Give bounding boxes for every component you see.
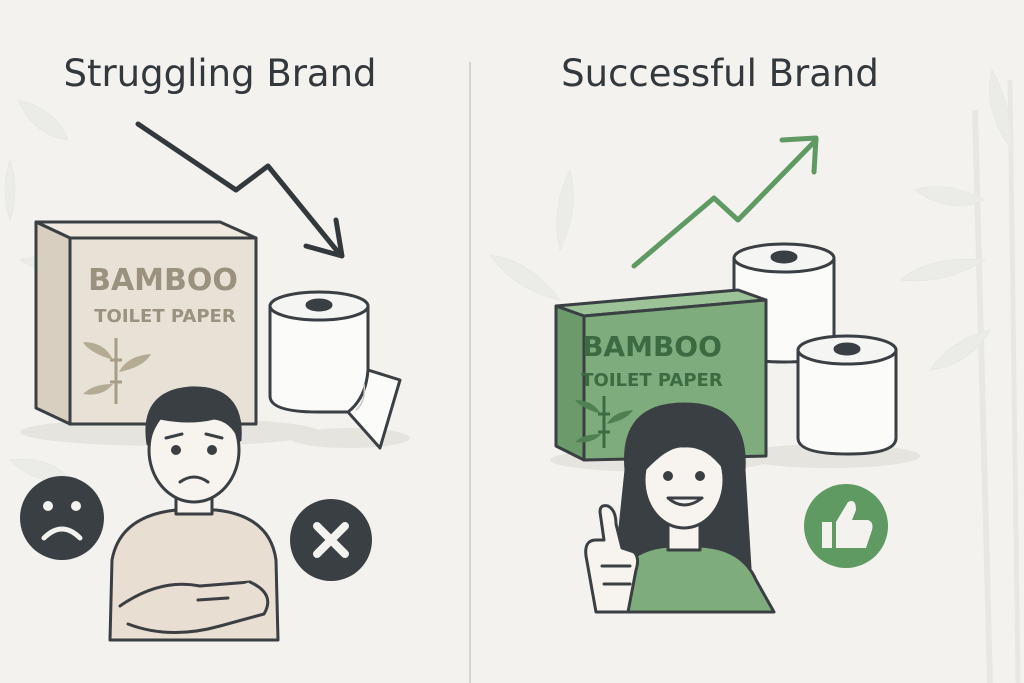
left-box-brand-text: BAMBOO <box>88 263 238 298</box>
bamboo-icon <box>83 338 151 404</box>
right-toilet-paper-rolls <box>732 242 920 468</box>
down-trend-arrow-icon <box>135 121 345 259</box>
left-box-product-text: TOILET PAPER <box>94 306 236 327</box>
successful-brand-title: Successful Brand <box>561 52 879 95</box>
bamboo-icon <box>575 396 633 448</box>
right-box-product-text: TOILET PAPER <box>581 370 723 391</box>
right-box-brand-text: BAMBOO <box>582 330 722 363</box>
happy-woman-avatar <box>584 402 776 614</box>
x-mark-icon <box>290 499 372 581</box>
left-toilet-paper-roll <box>268 290 410 450</box>
struggling-brand-title: Struggling Brand <box>63 52 377 95</box>
background-bamboo-decoration <box>4 68 1021 683</box>
sad-face-icon <box>20 476 104 560</box>
frustrated-man-avatar <box>108 386 280 642</box>
up-trend-arrow-icon <box>631 135 819 269</box>
thumbs-up-icon <box>804 484 888 568</box>
